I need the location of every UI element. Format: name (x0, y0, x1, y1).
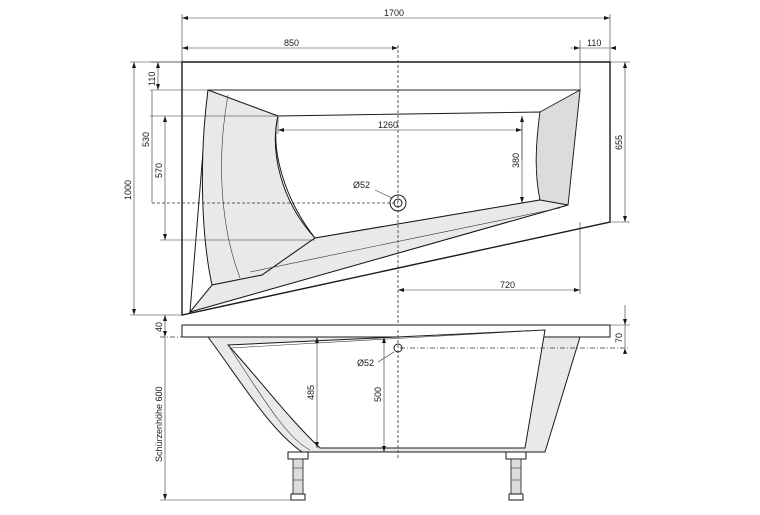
dim-depth-left: 530 (141, 132, 151, 147)
dim-inner-depth-right: 380 (511, 153, 521, 168)
dim-half-length: 850 (284, 38, 299, 48)
dim-depth-left-lower: 570 (154, 163, 164, 178)
dim-total-width: 1000 (123, 180, 133, 200)
foot-left (287, 451, 309, 501)
top-view-front-slope (188, 199, 569, 313)
side-view-dimensions: 40 70 Ø52 485 500 Schürzenhöhe 600 (154, 305, 630, 501)
dim-apron-height: Schürzenhöhe 600 (154, 386, 164, 462)
dim-rim-right: 110 (587, 38, 601, 48)
dim-depth-inner: 485 (306, 385, 316, 400)
top-view-right-slope (535, 89, 581, 206)
top-view (152, 45, 611, 330)
dim-depth-total: 500 (373, 387, 383, 402)
side-view-inner (226, 329, 546, 449)
drain-diameter-label: Ø52 (353, 180, 370, 190)
dim-drain-offset: 720 (500, 280, 515, 290)
dim-inner-length: 1260 (378, 120, 398, 130)
top-view-dimensions: 1700 850 110 1260 380 110 530 (123, 8, 630, 316)
side-view (160, 324, 630, 501)
dim-total-length: 1700 (384, 8, 404, 18)
foot-right (505, 451, 527, 501)
dim-rim-thickness-left: 40 (154, 322, 164, 332)
dim-rim-top: 110 (147, 72, 157, 86)
dim-width-right: 655 (614, 135, 624, 150)
side-view-rim (181, 324, 611, 338)
overflow-diameter-label: Ø52 (357, 358, 374, 368)
dim-rim-thickness-right: 70 (614, 333, 624, 343)
